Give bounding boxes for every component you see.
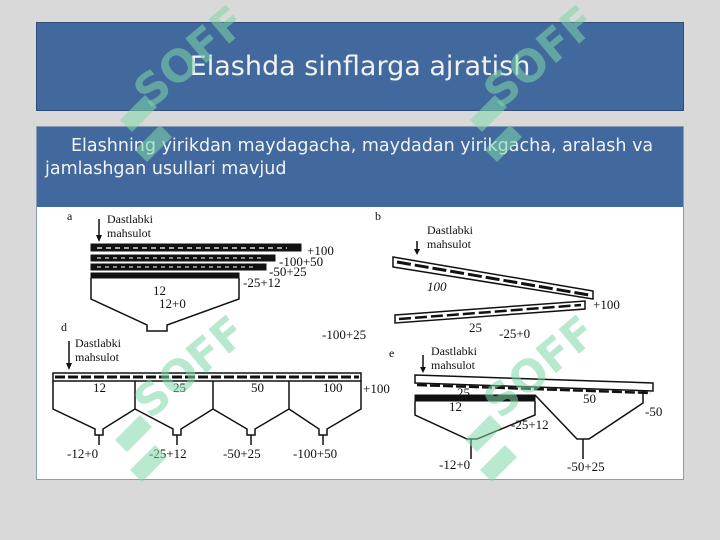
panel-e: e Dastlabki mahsulot 25 12 50 -50 -25+12… (389, 344, 662, 474)
panel-e-out-4: -50+25 (567, 459, 605, 474)
panel-a-deck-4 (90, 272, 240, 279)
panel-a-arrowhead (96, 235, 102, 242)
panel-b-lower-deck (394, 300, 586, 324)
panel-b-letter: b (375, 209, 381, 223)
panel-d-inner-4: 100 (323, 380, 343, 395)
panel-d-inner-2: 25 (173, 380, 186, 395)
panel-e-out-2: -25+12 (511, 417, 549, 432)
panel-b-inner-1: 100 (427, 279, 447, 294)
panel-b-inner-2: 25 (469, 320, 482, 335)
panel-a-out-3: -50+25 (269, 264, 307, 279)
panel-e-label-line1: Dastlabki (431, 344, 478, 358)
panel-e-inner-3: 50 (583, 391, 596, 406)
panel-b-lower-mesh (398, 303, 582, 321)
screening-diagram: a Dastlabki mahsulot +100 -100+50 -50+25… (52, 209, 662, 474)
panel-d-label-line2: mahsulot (75, 350, 120, 364)
slide-body-text: Elashning yirikdan maydagacha, maydadan … (45, 136, 654, 179)
panel-d-out-1: +100 (363, 381, 390, 396)
slide-content-box: Elashning yirikdan maydagacha, maydadan … (36, 126, 684, 480)
slide-title: Elashda sinflarga ajratish (189, 51, 531, 82)
panel-e-inner-2: 12 (449, 399, 462, 414)
panel-d-hopper-4 (288, 381, 362, 436)
panel-e-letter: e (389, 346, 394, 360)
panel-b-out-1: +100 (593, 297, 620, 312)
panel-d-screen (52, 372, 362, 382)
body-text-band: Elashning yirikdan maydagacha, maydadan … (37, 127, 683, 207)
panel-b-upper-deck (392, 256, 594, 300)
panel-e-out-1: -50 (645, 404, 662, 419)
panel-a-out-1: +100 (307, 243, 334, 258)
panel-a-label-line2: mahsulot (107, 226, 152, 240)
panel-a-out-2: -100+50 (279, 254, 323, 269)
panel-a-inner-1: 12 (153, 283, 166, 298)
panel-d-letter: d (61, 320, 67, 334)
panel-a: a Dastlabki mahsulot +100 -100+50 -50+25… (67, 209, 334, 332)
panel-b-label-line1: Dastlabki (427, 223, 474, 237)
panel-e-lower-screen (414, 394, 536, 402)
panel-b-upper-mesh (396, 260, 590, 297)
panel-d-inner-1: 12 (93, 380, 106, 395)
panel-d-out-2: -12+0 (67, 446, 98, 461)
panel-e-out-3: -12+0 (439, 457, 470, 472)
panel-b-out-3: -25+0 (499, 326, 530, 341)
panel-d-out-4: -50+25 (223, 446, 261, 461)
panel-d-out-5: -100+50 (293, 446, 337, 461)
panel-a-label-line1: Dastlabki (107, 212, 154, 226)
panel-e-top-screen (414, 374, 654, 392)
panel-d-label-line1: Dastlabki (75, 336, 122, 350)
panel-e-inner-1: 25 (457, 385, 470, 400)
panel-a-letter: a (67, 209, 73, 223)
panel-a-deck-2 (90, 254, 276, 262)
slide-title-box: Elashda sinflarga ajratish (36, 22, 684, 111)
panel-d-out-3: -25+12 (149, 446, 187, 461)
panel-b: b Dastlabki mahsulot +100 -100+25 -25+0 … (322, 209, 620, 342)
panel-a-inner-2: 12+0 (159, 296, 186, 311)
panel-e-hopper-2 (534, 391, 644, 440)
panel-a-hopper (90, 278, 240, 332)
panel-e-label-line2: mahsulot (431, 358, 476, 372)
panel-b-label-line2: mahsulot (427, 237, 472, 251)
panel-a-out-4: -25+12 (243, 275, 281, 290)
panel-d-inner-3: 50 (251, 380, 264, 395)
panel-b-out-2: -100+25 (322, 327, 366, 342)
